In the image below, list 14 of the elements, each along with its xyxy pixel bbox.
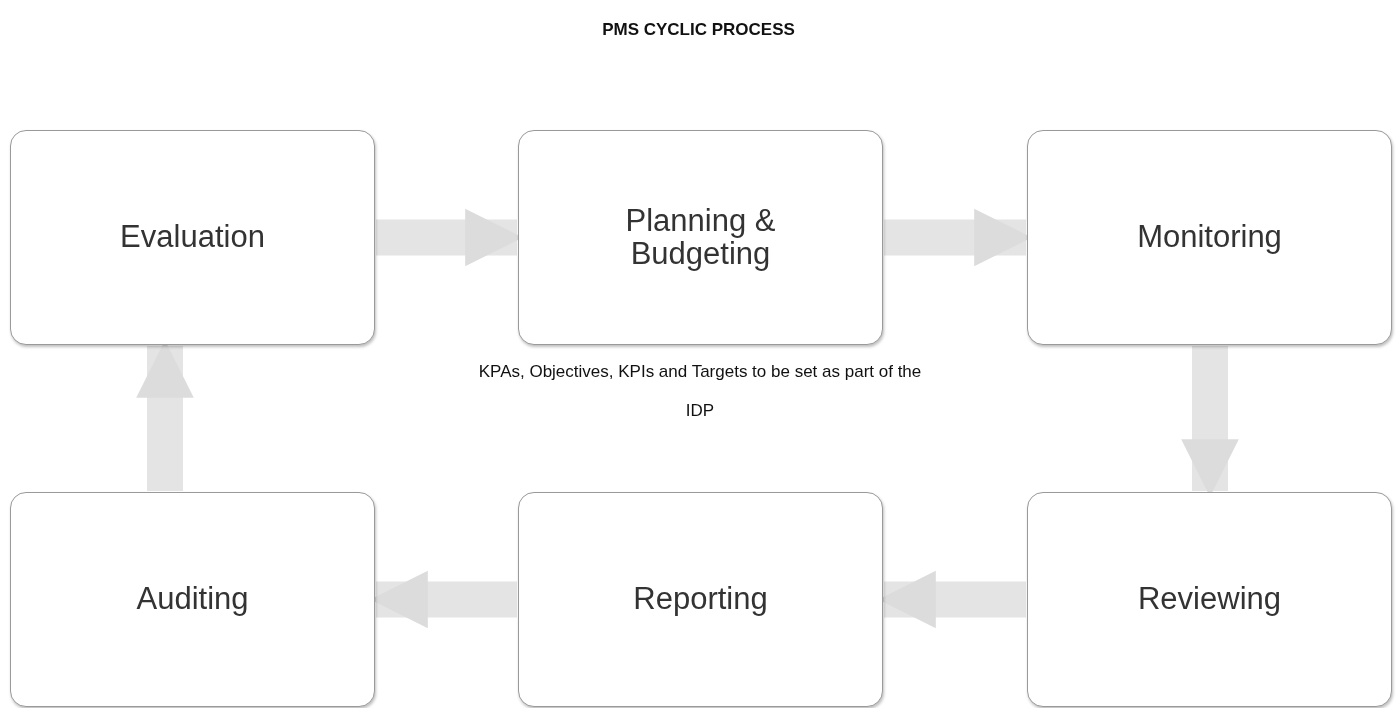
process-label: Reporting	[632, 583, 769, 616]
process-box	[518, 492, 883, 707]
process-box	[10, 130, 375, 345]
process-box	[10, 492, 375, 707]
process-box	[1027, 492, 1392, 707]
process-label: Planning & Budgeting	[624, 204, 777, 271]
process-label: Monitoring	[1136, 221, 1283, 254]
process-label: Evaluation	[119, 221, 266, 254]
process-box	[1027, 130, 1392, 345]
process-label: Auditing	[135, 583, 250, 616]
note-text: KPAs, Objectives, KPIs and Targets to be set as part of the IDP	[477, 361, 923, 422]
diagram-title: PMS CYCLIC PROCESS	[601, 20, 796, 40]
process-label: Reviewing	[1137, 583, 1282, 616]
process-box	[518, 130, 883, 345]
